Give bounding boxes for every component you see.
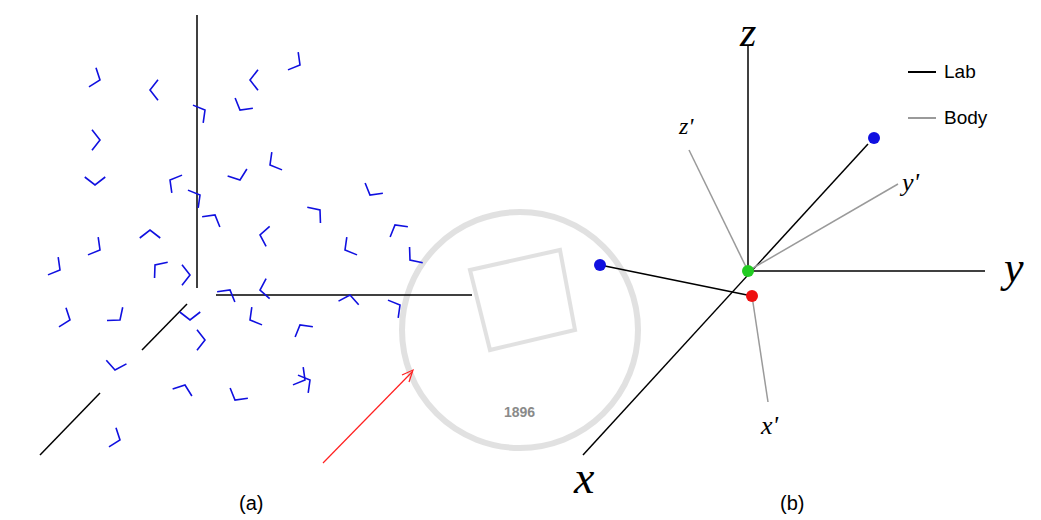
incident-arrow [323,370,413,463]
legend-text: Lab [944,61,976,83]
molecule-stroke [365,183,383,195]
molecule-stroke [193,105,205,123]
molecule-stroke [170,175,182,193]
molecule-stroke [88,237,100,255]
molecule-stroke [59,308,70,327]
axis-label: z [740,11,756,53]
molecule-stroke [270,152,282,170]
molecule-stroke [197,330,205,350]
legend-row: Lab [908,58,987,86]
molecule-stroke [188,190,200,208]
molecule-stroke [109,428,120,447]
body-axes [689,150,898,402]
panel-caption: (b) [780,493,804,513]
axis-label: y [1004,246,1024,290]
panel-caption: (a) [239,493,263,513]
molecule-stroke [107,307,123,320]
molecule-stroke [106,360,126,370]
molecule-stroke [339,295,359,305]
molecule-stroke [288,52,300,70]
lab-axes-a [40,15,472,455]
legend-line-sample [908,113,936,123]
molecule-stroke [92,130,100,150]
molecule-stroke [48,257,60,275]
molecule-stroke [217,290,235,302]
molecule-stroke [260,226,270,246]
molecule-stroke [230,388,248,400]
water-molecules [48,52,423,447]
molecule-stroke [250,307,262,325]
molecule-stroke [89,68,100,87]
legend-line-sample [908,67,936,77]
molecule-stroke [173,385,192,396]
molecule-stroke [140,230,160,238]
axis-label: z' [679,114,693,138]
molecule-stroke [390,225,408,237]
axis-label: y' [902,170,919,196]
legend: LabBody [908,58,987,150]
molecule-stroke [295,325,313,337]
lab-axes-b [583,45,985,455]
watermark: 1896 [504,405,535,419]
molecule-stroke [260,279,270,299]
molecule-stroke [235,98,253,110]
molecule-stroke [307,207,320,223]
molecule-stroke [345,237,357,255]
molecule-stroke [150,80,158,100]
legend-text: Body [944,107,987,129]
molecule-stroke [293,367,305,385]
molecule-stroke [202,215,220,227]
molecule-stroke [85,177,105,185]
watermark-emblem [402,212,638,448]
molecule-stroke [388,300,400,318]
molecule-stroke [180,312,200,320]
axis-label: x [574,455,594,501]
molecule-stroke [155,262,168,278]
legend-row: Body [908,104,987,132]
molecule-stroke [228,169,247,180]
molecule-stroke [182,265,190,285]
molecule-stroke [410,247,423,263]
molecule-stroke [250,70,258,90]
atoms [594,132,880,302]
axis-label: x' [761,413,778,439]
